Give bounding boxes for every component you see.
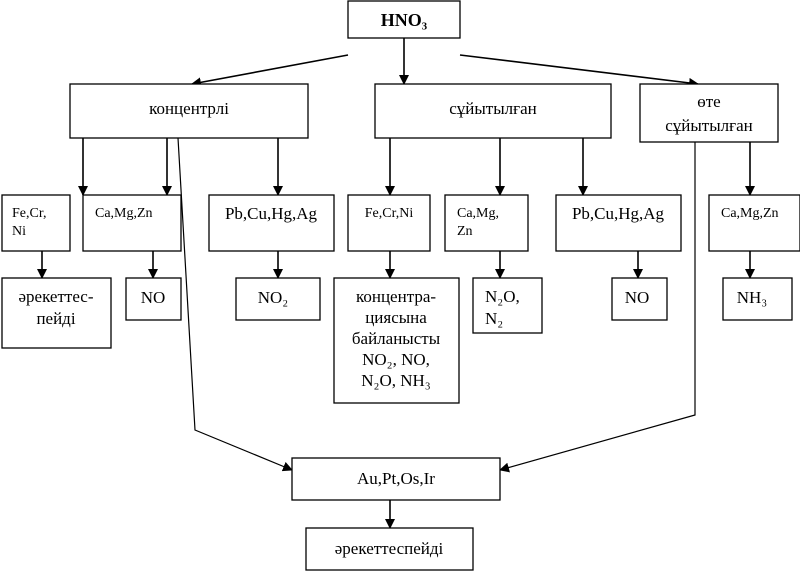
metal-label: Zn xyxy=(457,224,473,239)
product-nh3: NH₃ xyxy=(722,277,793,321)
metal-box-ca-mg-zn-very-dilute: Ca,Mg,Zn xyxy=(708,194,800,252)
arrow-root-to-concentrated xyxy=(191,54,349,88)
metal-label: Ca,Mg, xyxy=(457,206,499,221)
product-no-dilute: NO xyxy=(611,277,668,321)
product-no-reaction: әрекеттес- пейді xyxy=(1,277,112,349)
product-label: NO xyxy=(141,288,166,307)
category-very-dilute: өте сұйытылған xyxy=(639,83,779,143)
metal-label: Pb,Cu,Hg,Ag xyxy=(225,204,318,223)
noble-result-label: әрекеттеспейді xyxy=(335,539,444,558)
product-label: циясына xyxy=(365,308,427,327)
category-label: сұйытылған xyxy=(665,116,753,135)
metal-label: Ca,Mg,Zn xyxy=(721,206,779,221)
product-label: N₂ xyxy=(485,309,503,328)
arrow-concentrated-to-noble xyxy=(177,137,293,472)
metal-box-pb-cu-hg-ag-concentrated: Pb,Cu,Hg,Ag xyxy=(208,194,335,252)
product-label: N₂O, xyxy=(485,287,520,306)
metal-label: Fe,Cr,Ni xyxy=(365,206,414,221)
product-label: N₂O, NH₃ xyxy=(361,371,431,390)
root-label: HNO₃ xyxy=(381,10,428,30)
connectors xyxy=(37,38,755,529)
product-no: NO xyxy=(125,277,182,321)
product-label: байланысты xyxy=(352,329,441,348)
arrow-very-dilute-to-noble xyxy=(499,142,696,473)
metal-box-fe-cr-ni-dilute: Fe,Cr,Ni xyxy=(347,194,431,252)
metal-box-pb-cu-hg-ag-dilute: Pb,Cu,Hg,Ag xyxy=(555,194,682,252)
product-label: NO xyxy=(625,288,650,307)
noble-metals-box: Au,Pt,Os,Ir xyxy=(291,457,501,501)
product-n2o-n2: N₂O, N₂ xyxy=(472,277,543,334)
noble-metals-label: Au,Pt,Os,Ir xyxy=(357,469,435,488)
category-label: сұйытылған xyxy=(449,99,537,118)
metal-label: Ni xyxy=(12,224,26,239)
metal-box-ca-mg-zn-concentrated: Ca,Mg,Zn xyxy=(82,194,182,252)
category-label: өте xyxy=(697,92,720,111)
product-no2: NO₂ xyxy=(235,277,321,321)
root-node-hno3: HNO₃ xyxy=(347,0,461,39)
metal-box-ca-mg-zn-dilute: Ca,Mg, Zn xyxy=(444,194,529,252)
metal-box-fe-cr-ni-concentrated: Fe,Cr, Ni xyxy=(1,194,71,252)
noble-metals-result-box: әрекеттеспейді xyxy=(305,527,474,571)
category-concentrated: концентрлі xyxy=(69,83,309,139)
metal-label: Pb,Cu,Hg,Ag xyxy=(572,204,665,223)
product-label: NH₃ xyxy=(737,288,768,307)
product-label: NO₂, NO, xyxy=(362,350,430,369)
product-label: пейді xyxy=(36,309,75,328)
category-label: концентрлі xyxy=(149,99,229,118)
category-dilute: сұйытылған xyxy=(374,83,612,139)
product-label: концентра- xyxy=(356,287,436,306)
metal-label: Ca,Mg,Zn xyxy=(95,206,153,221)
metal-label: Fe,Cr, xyxy=(12,206,46,221)
arrow-root-to-very-dilute xyxy=(459,54,699,88)
product-concentration-dependent: концентра- циясына байланысты NO₂, NO, N… xyxy=(333,277,460,404)
product-label: NO₂ xyxy=(258,288,288,307)
product-label: әрекеттес- xyxy=(18,287,93,306)
